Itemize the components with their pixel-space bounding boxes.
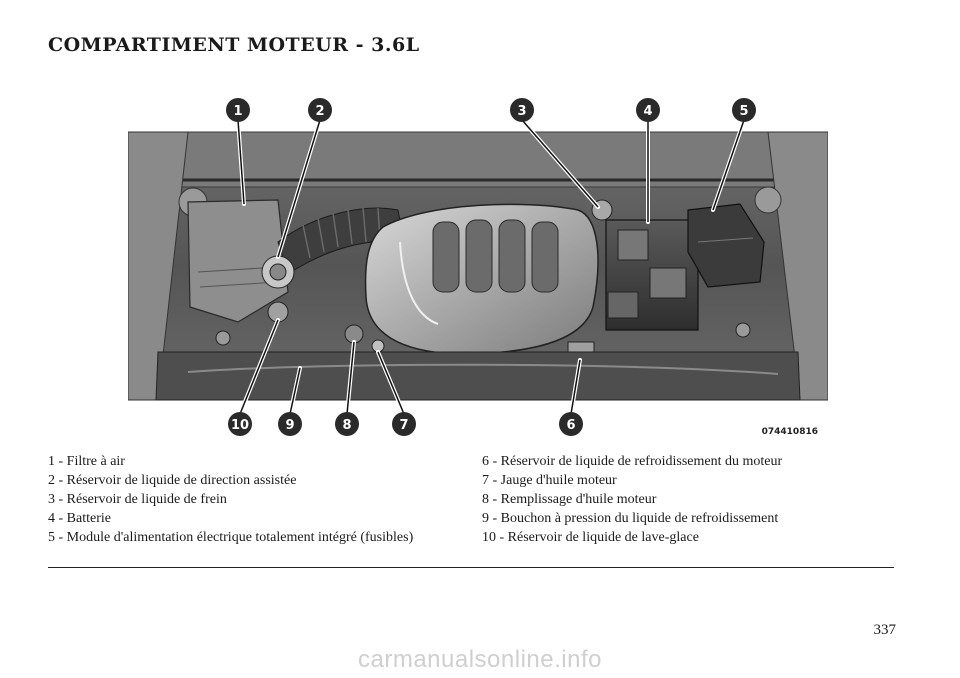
legend-item: 7 - Jauge d'huile moteur	[482, 473, 617, 488]
svg-text:4: 4	[643, 104, 652, 119]
legend-item: 2 - Réservoir de liquide de direction as…	[48, 473, 297, 488]
engine-photo	[128, 131, 828, 401]
callouts-bottom: 10 9 8 7 6	[228, 412, 583, 436]
callout-10: 10	[228, 412, 252, 436]
svg-text:3: 3	[517, 104, 526, 119]
legend-item: 1 - Filtre à air	[48, 454, 125, 469]
legend-item: 9 - Bouchon à pression du liquide de ref…	[482, 511, 779, 526]
callout-3: 3	[510, 98, 534, 122]
callout-7: 7	[392, 412, 416, 436]
legend-left: 1 - Filtre à air 2 - Réservoir de liquid…	[48, 452, 453, 547]
svg-text:5: 5	[739, 104, 748, 119]
callout-2: 2	[308, 98, 332, 122]
legend-item: 10 - Réservoir de liquide de lave-glace	[482, 530, 699, 545]
callout-4: 4	[636, 98, 660, 122]
legend-item: 6 - Réservoir de liquide de refroidissem…	[482, 454, 783, 469]
legend-item: 5 - Module d'alimentation électrique tot…	[48, 530, 414, 545]
callout-8: 8	[335, 412, 359, 436]
legend-item: 8 - Remplissage d'huile moteur	[482, 492, 657, 507]
callout-5: 5	[732, 98, 756, 122]
callout-6: 6	[559, 412, 583, 436]
watermark: carmanualsonline.info	[358, 646, 602, 673]
svg-text:1: 1	[233, 104, 242, 119]
figure-code: 074410816	[762, 427, 818, 437]
svg-text:9: 9	[285, 418, 294, 433]
svg-text:6: 6	[566, 418, 575, 433]
engine-compartment-figure: 1 2 3 4 5 10 9 8 7 6 074410816	[128, 92, 828, 440]
callout-9: 9	[278, 412, 302, 436]
legend-right: 6 - Réservoir de liquide de refroidissem…	[482, 452, 902, 547]
svg-text:2: 2	[315, 104, 324, 119]
engine-illustration: 1 2 3 4 5 10 9 8 7 6 074410816	[128, 98, 828, 437]
section-divider	[48, 567, 894, 568]
svg-text:10: 10	[231, 418, 249, 433]
callouts-top: 1 2 3 4 5	[226, 98, 756, 122]
page-number: 337	[873, 622, 897, 638]
callout-leaders	[237, 119, 745, 415]
callout-1: 1	[226, 98, 250, 122]
page-title: COMPARTIMENT MOTEUR - 3.6L	[48, 34, 420, 56]
svg-text:8: 8	[342, 418, 351, 433]
legend-item: 3 - Réservoir de liquide de frein	[48, 492, 227, 507]
legend-item: 4 - Batterie	[48, 511, 111, 526]
svg-text:7: 7	[399, 418, 408, 433]
